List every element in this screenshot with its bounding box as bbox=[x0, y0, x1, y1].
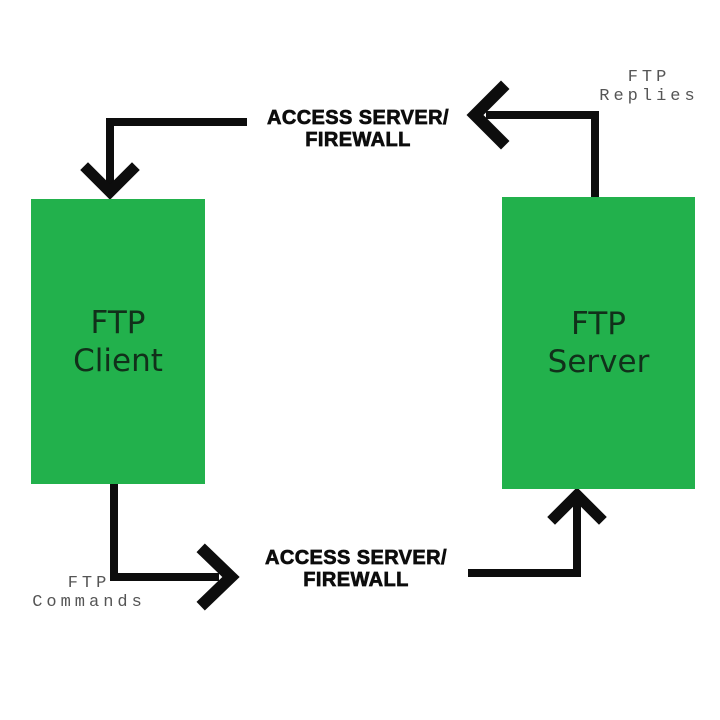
ftp-replies-label: FTP Replies bbox=[578, 68, 720, 106]
replies-connector-from-server bbox=[486, 111, 599, 197]
access-server-firewall-label-top: ACCESS SERVER/ FIREWALL bbox=[238, 107, 478, 152]
ftp-replies-line2: Replies bbox=[599, 87, 699, 106]
arrowhead-right-icon bbox=[196, 543, 240, 611]
ftp-server-label-line1: FTP bbox=[571, 306, 626, 342]
ftp-commands-line2: Commands bbox=[32, 593, 146, 612]
commands-connector-to-server bbox=[468, 502, 581, 577]
ftp-client-node: FTP Client bbox=[31, 199, 205, 484]
ftp-replies-line1: FTP bbox=[627, 68, 671, 87]
arrowhead-down-icon bbox=[80, 162, 140, 200]
access-server-firewall-label-bottom: ACCESS SERVER/ FIREWALL bbox=[236, 547, 476, 592]
gateway-top-line1: ACCESS SERVER/ bbox=[267, 107, 449, 130]
replies-connector-to-client bbox=[106, 118, 247, 189]
ftp-commands-line1: FTP bbox=[67, 574, 111, 593]
commands-connector-from-client bbox=[110, 483, 219, 581]
ftp-server-node: FTP Server bbox=[502, 197, 695, 489]
ftp-commands-label: FTP Commands bbox=[14, 574, 164, 612]
gateway-top-line2: FIREWALL bbox=[305, 129, 411, 152]
arrowhead-left-icon bbox=[466, 80, 510, 150]
ftp-client-label-line2: Client bbox=[73, 342, 163, 379]
gateway-bottom-line1: ACCESS SERVER/ bbox=[265, 547, 447, 570]
ftp-server-label-line2: Server bbox=[547, 344, 650, 380]
arrowhead-up-icon bbox=[547, 487, 607, 525]
gateway-bottom-line2: FIREWALL bbox=[303, 569, 409, 592]
ftp-client-label-line1: FTP bbox=[90, 304, 146, 341]
